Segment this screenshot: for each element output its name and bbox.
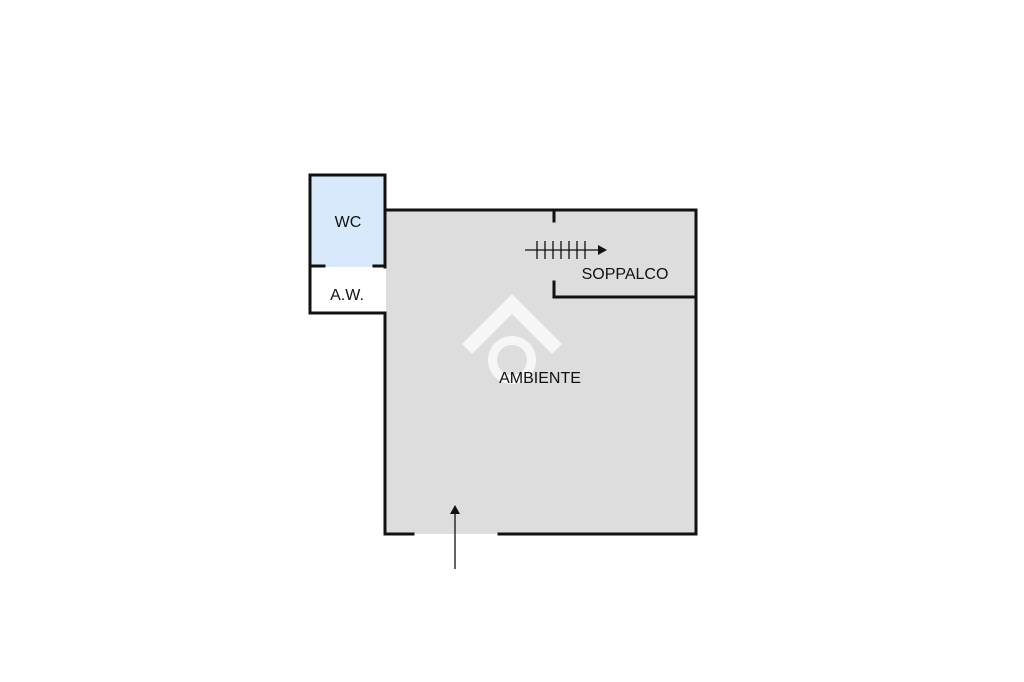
room-fills [310,175,696,534]
wc-outer-wall [308,173,387,315]
ambiente-label: AMBIENTE [499,370,581,387]
ambiente-room [386,210,696,534]
soppalco-partition [552,280,698,299]
entrance-arrow-icon [450,505,460,569]
aw-label: A.W. [330,287,364,304]
house-logo-watermark [462,294,562,384]
wc-room [310,175,385,267]
soppalco-label: SOPPALCO [582,266,669,283]
walls [308,173,698,536]
stairs-arrow-icon [525,241,607,259]
wc-label: WC [335,214,362,231]
ambiente-wall-left-bottom [383,311,415,536]
aw-room [310,267,385,313]
ambiente-wall-bottom-right-top [383,208,698,536]
